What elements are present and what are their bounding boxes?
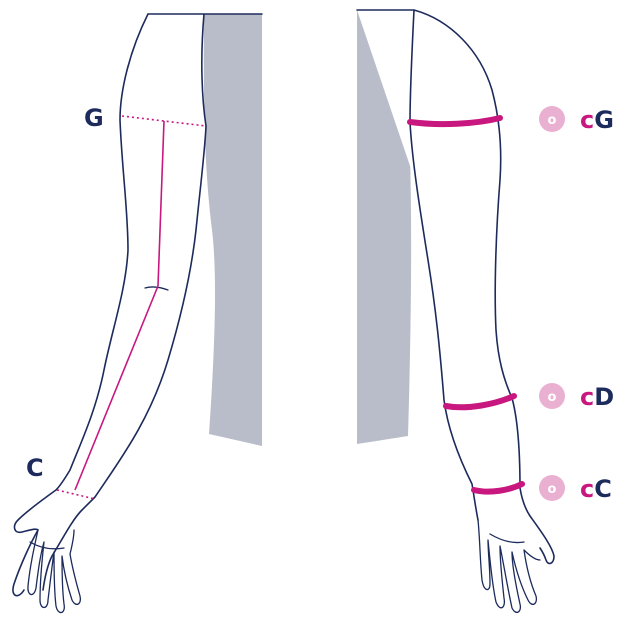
label-c: C: [26, 454, 44, 482]
label-g: G: [84, 104, 104, 132]
badge-o-cc: o: [548, 482, 557, 497]
measurement-label-cg: o cG: [539, 106, 614, 134]
measure-label-cg: cG: [580, 106, 614, 134]
measure-label-cc: cC: [580, 475, 612, 503]
right-palm-crease: [490, 534, 524, 543]
left-arm-figure: [13, 14, 262, 613]
measure-label-cd: cD: [580, 383, 614, 411]
measurement-label-cd: o cD: [539, 383, 614, 411]
left-hand-fingers: [28, 530, 80, 613]
badge-o-cg: o: [548, 113, 557, 128]
measurement-label-cc: o cC: [539, 475, 612, 503]
badge-o-cd: o: [548, 390, 557, 405]
right-hand-fingers: [478, 520, 540, 612]
left-torso-shadow: [204, 14, 262, 446]
right-arm-figure: [357, 10, 554, 612]
band-cc: [474, 484, 522, 492]
